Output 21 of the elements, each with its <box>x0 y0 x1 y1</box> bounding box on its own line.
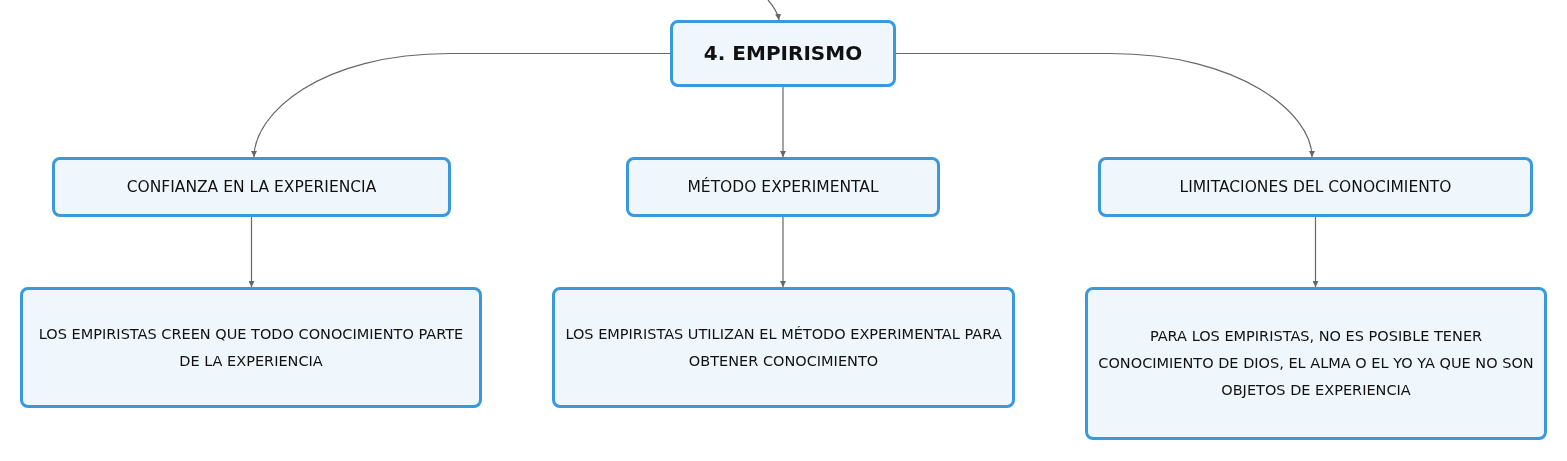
node-text: 4. EMPIRISMO <box>703 40 863 67</box>
connector-arrow <box>248 216 255 288</box>
topic-box <box>670 20 896 87</box>
connector-arrow <box>1312 216 1319 288</box>
node-text: PARA LOS EMPIRISTAS, NO ES POSIBLE TENER CONOCIMIENTO DE DIOS, EL ALMA O EL YO YA QUE NO SON OBJETOS DE EXPERIENCIA <box>1098 327 1534 400</box>
connector-arrow <box>780 216 786 288</box>
node-text: LIMITACIONES DEL CONOCIMIENTO <box>1179 176 1452 198</box>
connector-arrow <box>780 86 786 158</box>
node-text: LOS EMPIRISTAS UTILIZAN EL MÉTODO EXPERIMENTAL PARA OBTENER CONOCIMIENTO <box>565 324 1002 371</box>
description-box <box>1085 287 1547 440</box>
connector-arrow <box>895 52 1315 158</box>
connector-arrow <box>251 52 671 158</box>
node-text: LOS EMPIRISTAS CREEN QUE TODO CONOCIMIENTO PARTE DE LA EXPERIENCIA <box>37 324 465 371</box>
connector-arrow <box>767 0 781 21</box>
node-text: CONFIANZA EN LA EXPERIENCIA <box>126 176 377 198</box>
description-box <box>552 287 1015 408</box>
node-text: MÉTODO EXPERIMENTAL <box>687 176 879 198</box>
subtopic-box <box>52 157 451 217</box>
description-box <box>20 287 482 408</box>
subtopic-box <box>1098 157 1533 217</box>
subtopic-box <box>626 157 940 217</box>
